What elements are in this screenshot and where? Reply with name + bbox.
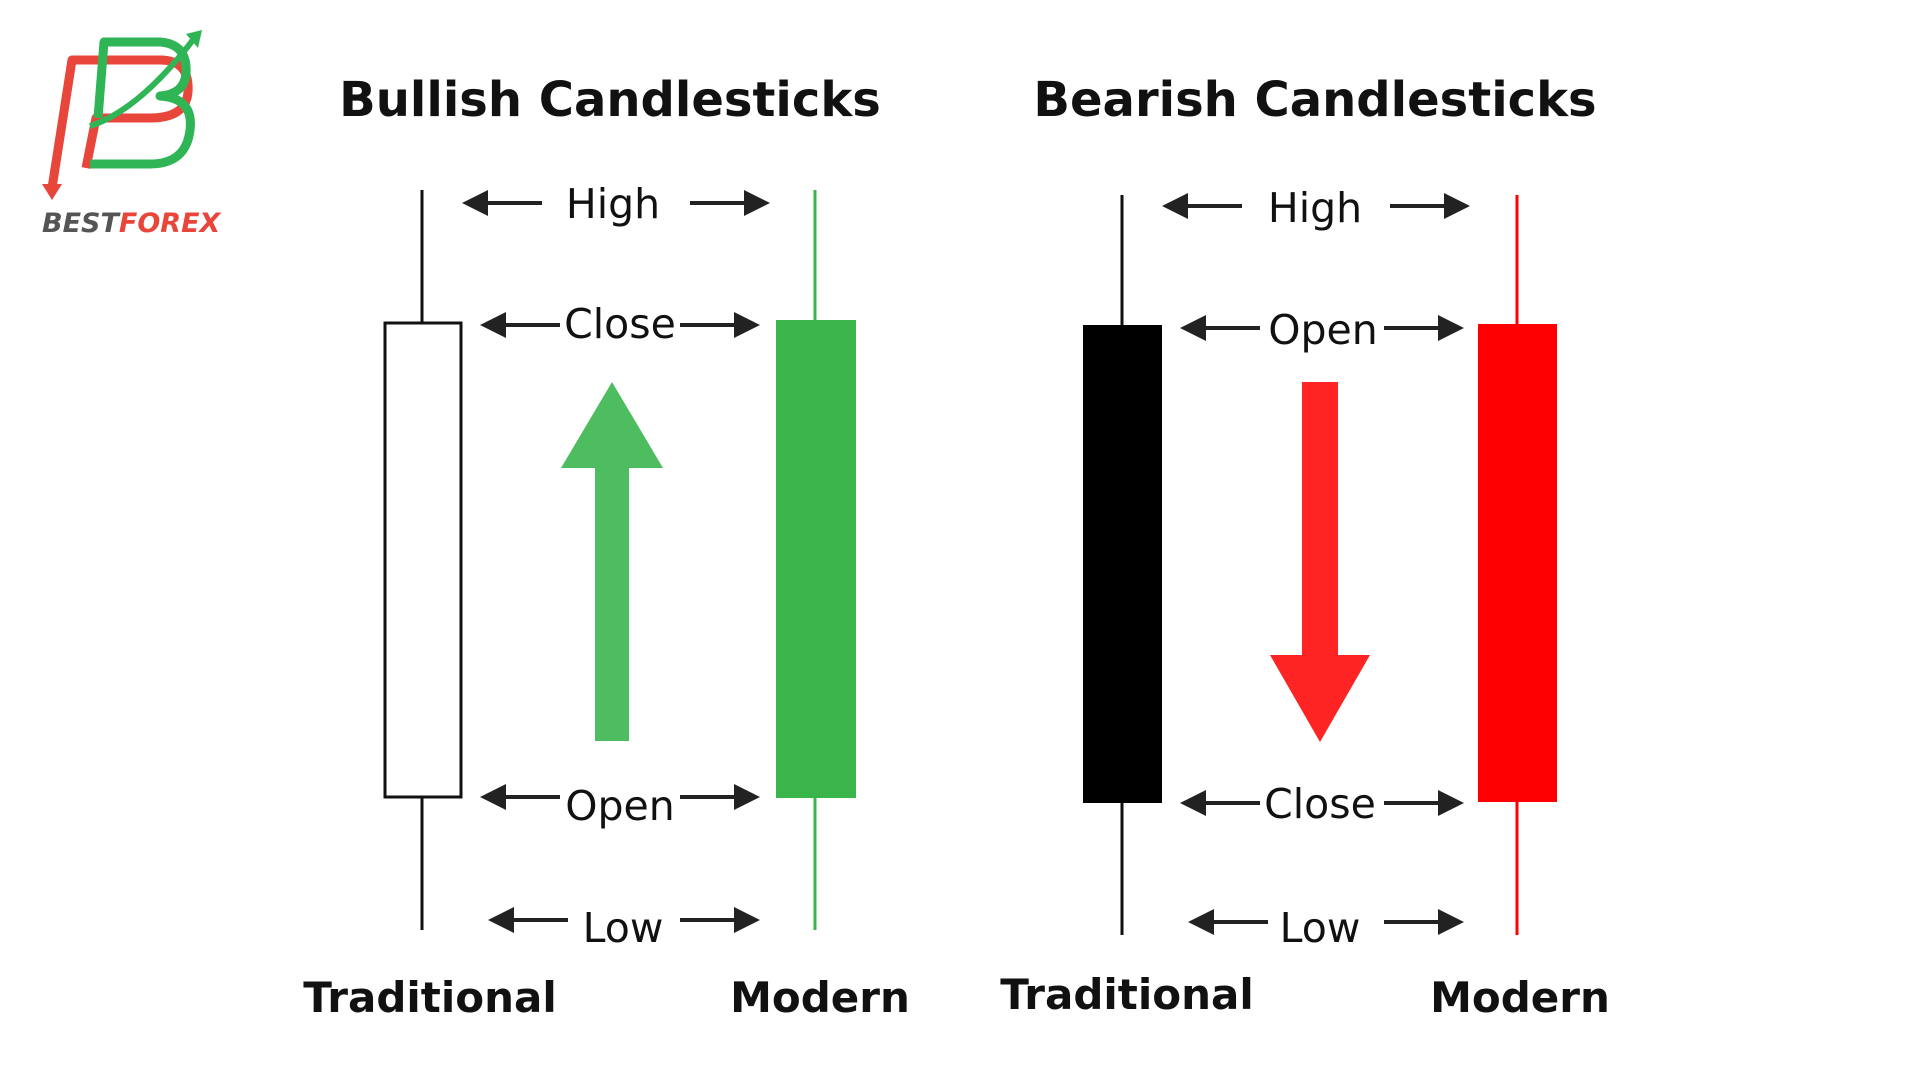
candle-body — [1083, 325, 1162, 803]
level-label: Low — [583, 904, 664, 952]
level-label: High — [566, 180, 660, 228]
bearish-level-open: Open — [1180, 306, 1464, 354]
right-arrow-head — [744, 190, 770, 216]
left-arrow-head — [462, 190, 488, 216]
bullish-level-open: Open — [480, 782, 760, 830]
caption-modern: Modern — [1430, 973, 1610, 1022]
bullish-panel: Bullish Candlesticks High Cl — [303, 72, 910, 1022]
bullish-level-low: Low — [488, 904, 760, 952]
bearish-level-low: Low — [1188, 904, 1464, 952]
right-arrow-head — [1438, 909, 1464, 935]
right-arrow-head — [1438, 315, 1464, 341]
level-label: Open — [1268, 306, 1378, 354]
candle-body — [383, 321, 463, 799]
bearish-title: Bearish Candlesticks — [1033, 72, 1596, 128]
bearish-level-high: High — [1162, 184, 1470, 232]
bestforex-logo: BESTFOREX — [42, 30, 222, 239]
left-arrow-head — [1188, 909, 1214, 935]
bearish-level-close: Close — [1180, 780, 1464, 828]
logo-growth-arrow — [89, 34, 199, 129]
arrow-shaft — [595, 466, 629, 741]
candle-body — [1478, 324, 1557, 802]
left-arrow-head — [1162, 193, 1188, 219]
logo-text-best: BEST — [42, 208, 121, 239]
bearish-down-arrow — [1270, 382, 1370, 742]
bullish-title: Bullish Candlesticks — [339, 72, 881, 128]
bullish-up-arrow — [561, 382, 663, 741]
bearish-modern-candle — [1478, 195, 1557, 935]
bullish-level-high: High — [462, 180, 770, 228]
arrow-head — [1270, 655, 1370, 742]
level-label: Low — [1280, 904, 1361, 952]
level-label: Close — [564, 300, 676, 348]
left-arrow-head — [480, 312, 506, 338]
caption-modern: Modern — [730, 973, 910, 1022]
right-arrow-head — [734, 312, 760, 338]
caption-traditional: Traditional — [303, 973, 557, 1022]
svg-text:BESTFOREX: BESTFOREX — [42, 208, 222, 239]
logo-mark-icon — [42, 30, 202, 200]
arrow-head — [561, 382, 663, 468]
right-arrow-head — [734, 784, 760, 810]
logo-red-arrowhead — [42, 184, 62, 200]
bearish-traditional-candle — [1083, 195, 1162, 935]
level-label: Open — [565, 782, 675, 830]
right-arrow-head — [1438, 790, 1464, 816]
left-arrow-head — [488, 907, 514, 933]
candle-body — [776, 320, 856, 798]
logo-text-forex: FOREX — [119, 208, 222, 239]
logo-red-stroke — [47, 55, 193, 189]
logo-growth-arrowhead — [186, 30, 202, 48]
caption-traditional: Traditional — [1000, 970, 1254, 1019]
bullish-level-close: Close — [480, 300, 760, 348]
level-label: High — [1268, 184, 1362, 232]
right-arrow-head — [734, 907, 760, 933]
right-arrow-head — [1444, 193, 1470, 219]
level-label: Close — [1264, 780, 1376, 828]
left-arrow-head — [480, 784, 506, 810]
bullish-modern-candle — [776, 190, 856, 930]
left-arrow-head — [1180, 315, 1206, 341]
bullish-traditional-candle — [383, 190, 463, 930]
bearish-panel: Bearish Candlesticks High Open — [1000, 72, 1610, 1022]
left-arrow-head — [1180, 790, 1206, 816]
arrow-shaft — [1302, 382, 1338, 657]
